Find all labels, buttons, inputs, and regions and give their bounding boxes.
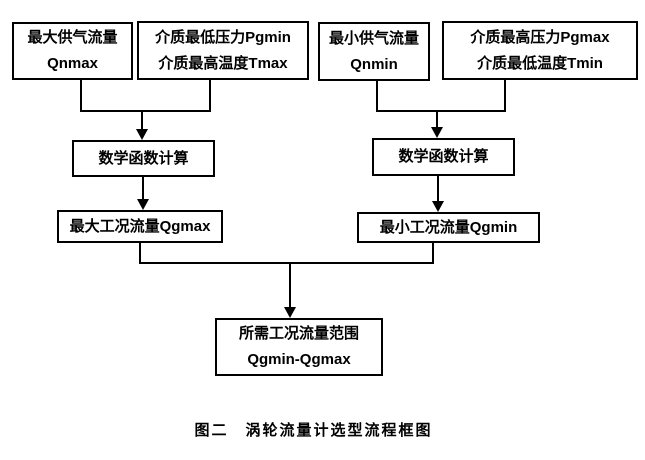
arrow-down-icon [284,307,296,318]
arrow-down-icon [136,129,148,140]
node-min-operating-flow: 最小工况流量Qgmin [357,212,540,243]
connector-left-merge-vline-1 [80,80,82,110]
connector-bottom-merge-vline-2 [432,243,434,262]
connector-left-merge-vline-2 [209,80,211,110]
connector-right-merge-vline-1 [376,81,378,110]
connector-bottom-merge-vline-1 [139,243,141,262]
node-text-line2: 介质最低温度Tmin [477,54,603,72]
node-text-line2: Qnmin [350,55,398,73]
node-math-function-calc-right: 数学函数计算 [372,138,515,176]
node-required-flow-range: 所需工况流量范围 Qgmin-Qgmax [215,318,383,376]
connector-left-merge-hline [80,110,211,112]
node-text-line1: 介质最低压力Pgmin [155,28,291,46]
node-text-line1: 所需工况流量范围 [238,325,359,342]
connector-right-arrow-shaft [437,176,439,202]
arrow-down-icon [137,199,149,210]
node-min-supply-flow: 最小供气流量 Qnmin [318,22,430,81]
node-text-line2: Qnmax [47,55,98,72]
node-max-supply-flow: 最大供气流量 Qnmax [12,22,133,80]
connector-left-arrow-shaft [142,177,144,200]
node-text-line2: 介质最高温度Tmax [158,54,288,72]
connector-bottom-merge-arrow-shaft [289,264,291,308]
node-max-operating-flow: 最大工况流量Qgmax [57,210,223,243]
node-text: 最大工况流量Qgmax [69,217,211,235]
node-text-line1: 最大供气流量 [27,29,118,46]
node-medium-max-pressure-min-temp: 介质最高压力Pgmax 介质最低温度Tmin [442,21,638,80]
node-text-line1: 最小供气流量 [328,29,419,47]
node-text: 数学函数计算 [98,149,189,167]
node-math-function-calc-left: 数学函数计算 [72,140,215,177]
connector-left-merge-arrow-shaft [141,112,143,130]
arrow-down-icon [432,201,444,212]
figure-caption: 图二 涡轮流量计选型流程框图 [194,422,433,439]
connector-right-merge-hline [376,110,506,112]
node-text-line1: 介质最高压力Pgmax [470,28,610,46]
node-text-line2: Qgmin-Qgmax [247,351,351,368]
node-text: 数学函数计算 [398,148,489,165]
connector-right-merge-arrow-shaft [436,112,438,128]
node-medium-min-pressure-max-temp: 介质最低压力Pgmin 介质最高温度Tmax [137,21,309,80]
node-text: 最小工况流量Qgmin [379,218,518,236]
arrow-down-icon [431,127,443,138]
connector-bottom-merge-hline [139,262,434,264]
connector-right-merge-vline-2 [504,80,506,110]
